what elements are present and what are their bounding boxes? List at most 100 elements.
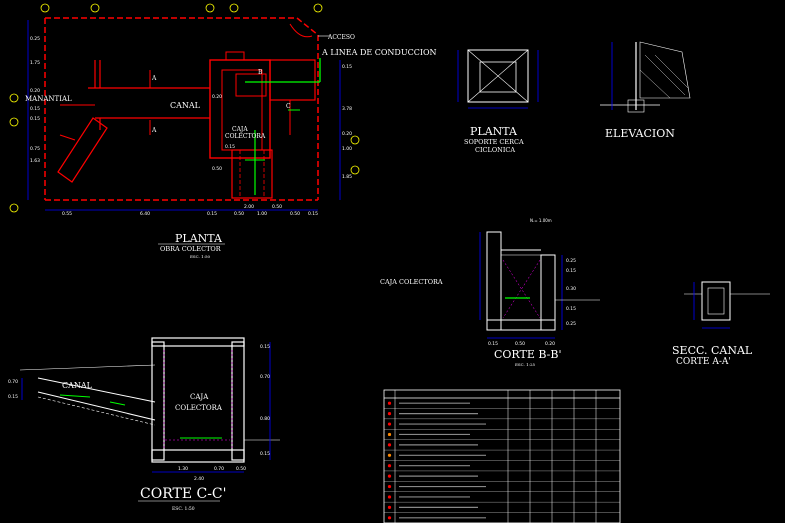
sb-left-wall <box>486 231 502 331</box>
axis-marker-8 <box>350 135 360 145</box>
sb-dim-8: 0.25 <box>566 321 576 327</box>
scc-canal-top <box>37 377 156 403</box>
dim-r1: 0.15 <box>342 64 352 70</box>
axis-marker-2 <box>90 3 100 13</box>
colectora-label: COLECTORA <box>225 133 266 140</box>
section-c-view: CANAL CAJA COLECTORA 0.70 0.15 1.30 0.70… <box>8 337 280 512</box>
sb-right-wall <box>540 254 556 331</box>
dim-b7: 0.15 <box>308 211 318 217</box>
outlet-chamber <box>231 149 273 199</box>
sc-title2: CORTE A-A' <box>676 357 731 367</box>
sb-dim-6: 0.30 <box>566 286 576 292</box>
dim-l5: 0.15 <box>30 116 40 122</box>
scc-dim-l1: 0.70 <box>8 379 18 385</box>
table-row-symbol <box>387 464 392 468</box>
elevation-view: ELEVACION <box>600 41 691 140</box>
dim-b1: 0.55 <box>62 211 72 217</box>
linea-label: A LINEA DE CONDUCCION <box>321 48 437 57</box>
table-row-symbol <box>387 453 392 457</box>
table-row-symbol <box>387 412 392 416</box>
sc-channel <box>701 281 731 321</box>
plan-title: PLANTA <box>175 232 223 245</box>
access-door <box>289 23 313 38</box>
table-row-symbol <box>387 474 392 478</box>
section-b-view: CAJA COLECTORA N.= 1.00m 0.15 0.50 0.20 … <box>380 218 600 367</box>
sb-title: CORTE B-B' <box>494 348 562 361</box>
support-subtitle: SOPORTE CERCA <box>464 138 524 146</box>
scc-flow2 <box>109 401 126 406</box>
sb-dim-5: 0.15 <box>566 268 576 274</box>
caja-valve-box <box>235 73 267 97</box>
scc-scale: ESC. 1:50 <box>172 506 195 512</box>
mark-b: B <box>258 69 263 76</box>
dim-b5: 1.00 <box>257 211 267 217</box>
caja-label: CAJA <box>232 126 248 133</box>
sb-floor <box>486 319 556 331</box>
scc-floor <box>151 449 245 463</box>
dim-b3: 0.15 <box>207 211 217 217</box>
caja-top-block <box>225 51 245 61</box>
axis-marker-3 <box>205 3 215 13</box>
dim-l7: 1.63 <box>30 158 40 164</box>
scc-right-wall <box>231 341 245 461</box>
mark-a1: A <box>151 75 157 82</box>
scc-left-wall <box>151 341 165 461</box>
table-row-symbol <box>387 422 392 426</box>
dim-i5: 0.50 <box>272 204 282 210</box>
scc-dim-l2: 0.15 <box>8 394 18 400</box>
canal-label: CANAL <box>170 101 201 110</box>
dim-i4: 2.00 <box>244 204 254 210</box>
table-row-symbol <box>387 516 392 520</box>
elev-footing <box>627 99 645 113</box>
scc-dim-r4: 0.15 <box>260 451 270 457</box>
elev-hatch2 <box>654 54 689 89</box>
scc-canal-base <box>37 396 156 426</box>
axis-marker-9 <box>350 165 360 175</box>
scc-dim-total: 2.40 <box>194 476 204 482</box>
right-block <box>269 59 316 101</box>
axis-marker-7 <box>9 203 19 213</box>
sb-scale: ESC. 1:25 <box>515 362 536 367</box>
scc-ground <box>19 364 156 371</box>
sb-dim-4: 0.25 <box>566 258 576 264</box>
scc-dim-r2: 0.70 <box>260 374 270 380</box>
support-subtitle2: CICLONICA <box>475 146 515 154</box>
table-row-symbol <box>387 432 392 437</box>
sb-dim-3: 0.20 <box>545 341 555 347</box>
axis-marker-4 <box>229 3 239 13</box>
sb-rebar1 <box>502 259 541 319</box>
dim-l4: 0.15 <box>30 106 40 112</box>
scc-dim-b2: 0.70 <box>214 466 224 472</box>
wing-arrow <box>59 134 76 141</box>
elev-hatch1 <box>644 54 686 96</box>
scc-dim-b1: 1.30 <box>178 466 188 472</box>
dim-r2: 3.78 <box>342 106 352 112</box>
sb-rebar2 <box>502 259 541 319</box>
dim-b4: 0.50 <box>234 211 244 217</box>
wing-wall <box>57 117 108 183</box>
dim-r3: 0.20 <box>342 131 352 137</box>
elevation-title: ELEVACION <box>605 127 675 140</box>
scc-title: CORTE C-C' <box>140 486 227 502</box>
table-row-symbol <box>387 484 392 489</box>
scc-flow1 <box>59 394 91 398</box>
sb-caja-label: CAJA COLECTORA <box>380 278 443 286</box>
scc-caja-label: CAJA <box>190 393 209 401</box>
table-rows <box>384 397 620 523</box>
dim-b2: 6.40 <box>140 211 150 217</box>
elev-mesh <box>639 41 691 99</box>
support-outer <box>467 49 529 103</box>
axis-marker-10 <box>313 3 323 13</box>
scc-canal-label: CANAL <box>62 381 93 390</box>
support-inner <box>479 61 517 93</box>
mark-a2: A <box>151 127 157 134</box>
sb-dim-7: 0.15 <box>566 306 576 312</box>
sb-dim-2: 0.50 <box>515 341 525 347</box>
dim-l6: 0.75 <box>30 146 40 152</box>
dim-i3: 0.15 <box>225 144 235 150</box>
dim-i1: 0.20 <box>212 94 222 100</box>
manantial-label: MANANTIAL <box>25 95 72 103</box>
table-row-symbol <box>387 495 392 499</box>
elev-hatch3 <box>639 69 671 99</box>
